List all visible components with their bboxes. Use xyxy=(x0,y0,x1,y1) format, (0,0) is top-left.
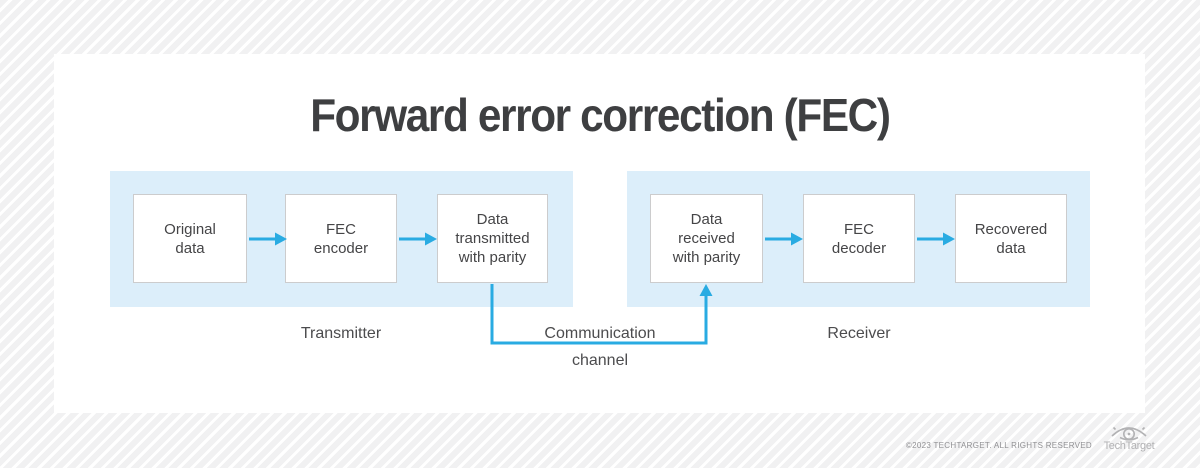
techtarget-logo: TechTarget xyxy=(1101,423,1157,452)
box-original-data: Original data xyxy=(133,194,247,283)
transmitter-label: Transmitter xyxy=(300,325,382,342)
box-data-received: Data received with parity xyxy=(650,194,763,283)
communication-channel-label: Communication channel xyxy=(544,325,656,369)
box-recovered-data: Recovered data xyxy=(955,194,1067,283)
eye-target-icon xyxy=(1111,426,1147,441)
receiver-label: Receiver xyxy=(827,325,891,342)
box-data-transmitted: Data transmitted with parity xyxy=(437,194,548,283)
brand-name: TechTarget xyxy=(1103,440,1155,452)
title-container: Forward error correction (FEC) xyxy=(54,88,1145,142)
copyright-text: ©2023 TECHTARGET. ALL RIGHTS RESERVED xyxy=(905,441,1092,450)
box-fec-encoder: FEC encoder xyxy=(285,194,397,283)
box-fec-decoder: FEC decoder xyxy=(803,194,915,283)
page-title: Forward error correction (FEC) xyxy=(309,89,891,141)
